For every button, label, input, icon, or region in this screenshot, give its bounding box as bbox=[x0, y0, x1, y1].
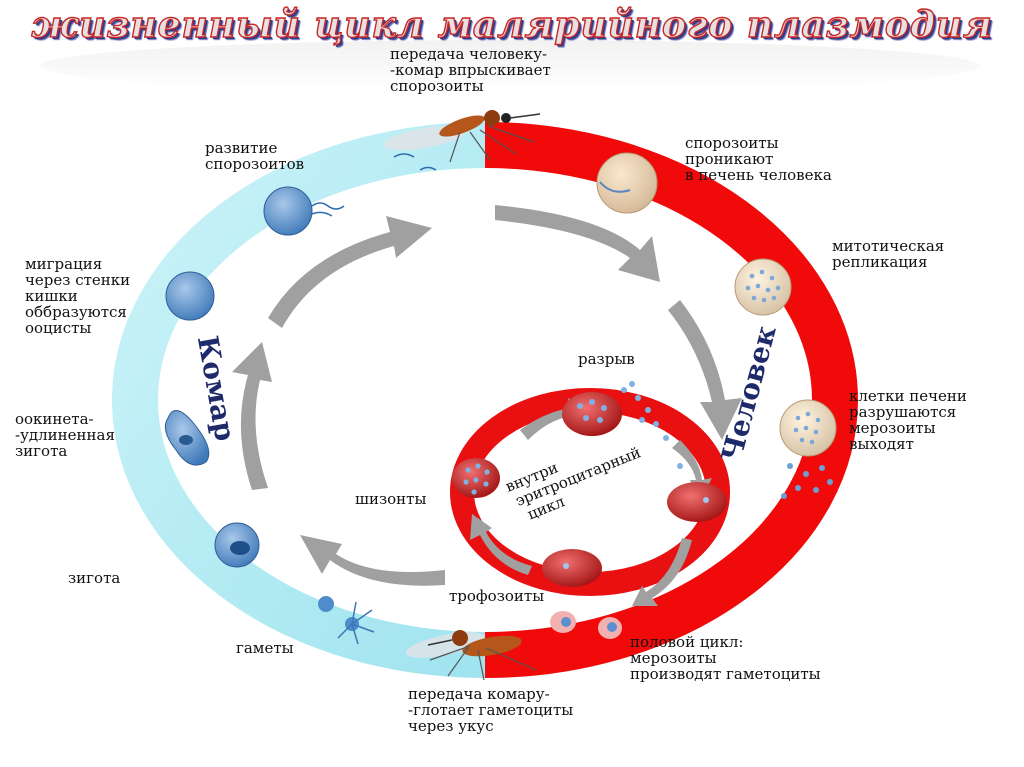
rupture-label: разрыв bbox=[578, 350, 635, 368]
schizont-icon bbox=[452, 458, 500, 498]
zygote-label: зигота bbox=[68, 569, 121, 587]
title-shadow bbox=[40, 40, 980, 92]
transfer-to-mosquito-label: передача комару- -глотает гаметоциты чер… bbox=[408, 685, 574, 735]
blood-cell-icon bbox=[667, 482, 727, 522]
transfer-to-human-label: передача человеку- -комар впрыскивает сп… bbox=[390, 45, 551, 95]
gametes-label: гаметы bbox=[236, 639, 294, 657]
arrow-icon bbox=[632, 538, 692, 606]
arrow-icon bbox=[268, 216, 432, 328]
sexual-cycle-label: половой цикл: мерозоиты производят гамет… bbox=[630, 633, 821, 683]
sporozoite-development-label: развитие спорозоитов bbox=[205, 139, 305, 173]
trophozoite-icon bbox=[542, 549, 602, 587]
mosquito-side-label: Комар bbox=[191, 333, 242, 443]
gametocyte-icon bbox=[550, 611, 622, 639]
gamete-icon bbox=[318, 153, 437, 645]
mosquito-icon bbox=[383, 110, 541, 163]
arrow-icon bbox=[495, 205, 660, 282]
migration-label: миграция через стенки кишки оббразуются … bbox=[25, 255, 131, 337]
trophozoites-label: трофозоиты bbox=[449, 587, 545, 605]
mitotic-replication-label: митотическая репликация bbox=[832, 237, 945, 271]
mosquito-ring bbox=[112, 122, 486, 678]
liver-cells-destroyed-label: клетки печени разрушаются мерозоиты выхо… bbox=[849, 387, 967, 453]
arrow-icon bbox=[668, 300, 742, 440]
human-side-label: Человек bbox=[715, 322, 783, 465]
ookinete-label: оокинета- -удлиненная зигота bbox=[15, 410, 115, 460]
oocyst-icon bbox=[165, 271, 215, 321]
arrow-icon bbox=[232, 342, 272, 490]
page-title: жизненный цикл малярийного плазмодия bbox=[31, 3, 993, 46]
ookinete-icon bbox=[164, 410, 210, 466]
liver-cell-icon bbox=[596, 152, 658, 214]
erythrocytic-cycle-label: внутри эритроцитарный цикл bbox=[503, 426, 654, 527]
arrow-icon bbox=[470, 514, 532, 575]
arrow-icon bbox=[300, 535, 445, 586]
schizonts-label: шизонты bbox=[355, 490, 427, 508]
blood-cell-icon bbox=[562, 381, 683, 469]
liver-cell-icon bbox=[779, 399, 837, 499]
sporozoites-enter-liver-label: спорозоиты проникают в печень человека bbox=[685, 134, 832, 184]
mosquito-icon bbox=[405, 630, 537, 681]
oocyst-icon bbox=[263, 186, 345, 236]
zygote-icon bbox=[214, 522, 260, 568]
liver-cell-icon bbox=[734, 258, 792, 316]
